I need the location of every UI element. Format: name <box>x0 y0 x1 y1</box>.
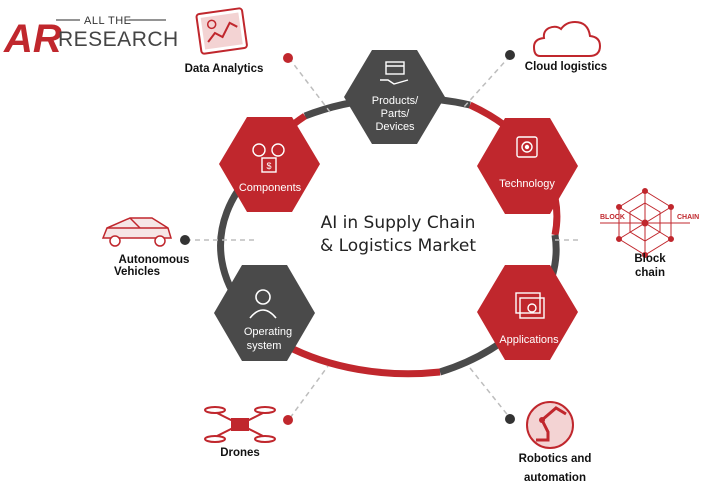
item-robotics: Robotics and automation <box>519 401 592 484</box>
diagram-title-line2: & Logistics Market <box>320 236 476 256</box>
gear-icon <box>516 136 538 158</box>
robot-arm-icon <box>526 401 574 449</box>
blockchain-label-line1: Block <box>634 253 666 265</box>
ring-seg-red-bottom <box>283 341 441 378</box>
hex-technology: Technology <box>477 118 578 214</box>
hex-technology-shape <box>477 118 578 214</box>
hex-components-shape <box>219 117 320 212</box>
connector-cloud <box>462 55 511 109</box>
dot-cloud <box>505 50 515 60</box>
drones-label: Drones <box>220 447 260 459</box>
diagram-title-line1: AI in Supply Chain <box>321 213 476 233</box>
box-hand-icon <box>380 61 409 85</box>
item-drones: Drones <box>204 406 276 459</box>
connector-drones <box>289 365 329 419</box>
dot-data-analytics <box>283 53 293 63</box>
car-icon <box>101 217 173 247</box>
item-cloud-logistics: Cloud logistics <box>525 20 607 73</box>
connector-data-analytics <box>288 57 331 113</box>
hex-applications-label: Applications <box>499 334 559 346</box>
hex-operating-line1: Operating <box>244 326 292 338</box>
connector-robotics <box>469 367 511 419</box>
item-data-analytics: Data Analytics <box>185 7 264 75</box>
hex-products-line3: Devices <box>375 121 415 133</box>
hex-products-shape <box>344 50 445 144</box>
blockchain-network-icon <box>600 188 690 258</box>
hex-products-line1: Products/ <box>372 95 419 107</box>
svg-text:$: $ <box>266 161 271 171</box>
analytics-chart-icon <box>195 7 248 55</box>
autonomous-label-line1: Autonomous <box>119 254 190 266</box>
hex-operating-line2: system <box>247 340 282 352</box>
dot-autonomous <box>180 235 190 245</box>
cloud-icon <box>532 20 602 57</box>
hex-technology-label: Technology <box>499 178 555 190</box>
item-autonomous-vehicles: Autonomous Vehicles <box>101 217 190 278</box>
logo-line1: ALL THE <box>84 15 132 27</box>
data-analytics-label: Data Analytics <box>185 63 264 75</box>
hex-applications: Applications <box>477 265 578 360</box>
dot-robotics <box>505 414 515 424</box>
dot-drones <box>283 415 293 425</box>
user-icon <box>249 289 277 319</box>
hex-products-line2: Parts/ <box>381 108 411 120</box>
autonomous-label-line2: Vehicles <box>114 266 160 278</box>
blockchain-label-line2: chain <box>635 267 665 279</box>
robotics-label-line2: automation <box>524 472 586 484</box>
hex-operating-shape <box>214 265 315 361</box>
item-blockchain: BLOCK CHAIN Block chain <box>578 182 709 279</box>
drone-icon <box>204 406 276 443</box>
connector-dots <box>180 50 625 425</box>
logo-line2: RESEARCH <box>58 28 179 51</box>
brand-logo: AR ALL THE RESEARCH <box>3 15 179 61</box>
window-gear-icon <box>515 292 545 319</box>
hex-products: Products/ Parts/ Devices <box>344 50 445 144</box>
blockchain-icon-right-text: CHAIN <box>677 214 699 221</box>
hex-components-label: Components <box>239 182 302 194</box>
hex-operating-system: Operating system <box>214 265 315 361</box>
hex-components: $ Components <box>219 117 320 212</box>
cloud-logistics-label: Cloud logistics <box>525 61 607 73</box>
blockchain-icon-left-text: BLOCK <box>600 214 625 221</box>
robotics-label-line1: Robotics and <box>519 453 592 465</box>
logo-mark: AR <box>3 17 62 61</box>
components-icon: $ <box>252 143 285 173</box>
